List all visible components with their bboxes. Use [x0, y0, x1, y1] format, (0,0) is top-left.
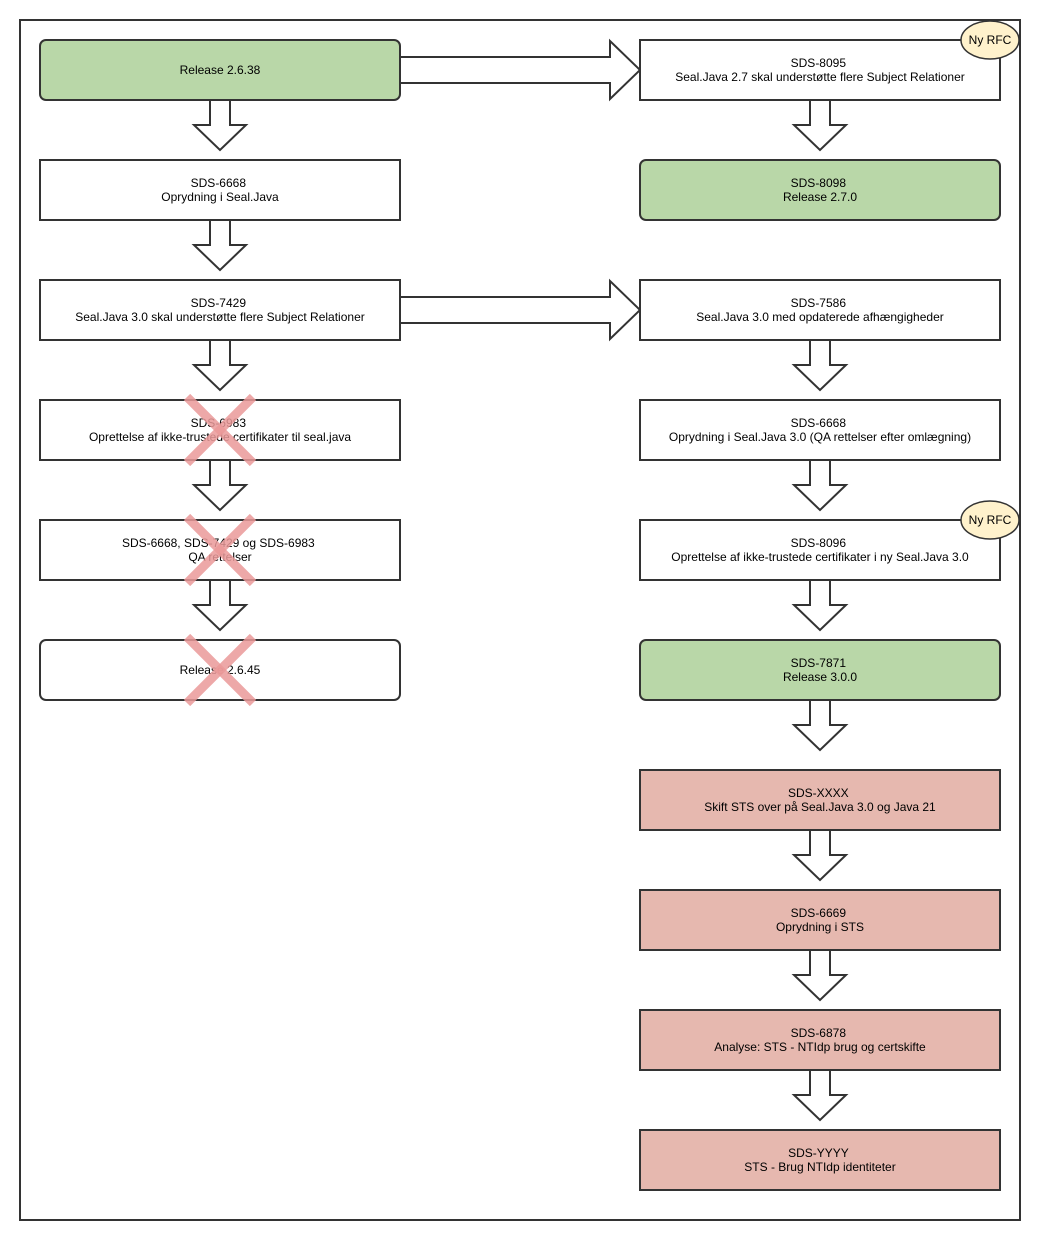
box-right-9[interactable]: SDS-6878 Analyse: STS - NTIdp brug og ce… [639, 1009, 1001, 1071]
box-right-10-line-1: SDS-YYYY [788, 1146, 849, 1160]
right-arrow-top [399, 38, 642, 102]
svg-text:SDS-7871 Release 3.0.0: SDS-7871 Release 3.0.0 [783, 656, 857, 684]
rfc-badge-2[interactable]: Ny RFC [960, 500, 1020, 540]
svg-text:SDS-6668 Oprydning i Sea: SDS-6668 Oprydning i Seal.Java [161, 176, 279, 204]
svg-text:SDS-8098 Release 2.7.0: SDS-8098 Release 2.7.0 [783, 176, 857, 204]
box-left-1[interactable]: Release 2.6.38 [39, 39, 401, 101]
svg-text:Release 2.6.38: Release 2.6.38 [180, 63, 261, 77]
box-right-8-line-2: Oprydning i STS [776, 920, 864, 934]
box-left-2[interactable]: SDS-6668 Oprydning i Seal.Java [39, 159, 401, 221]
box-left-3-line-2: Seal.Java 3.0 skal understøtte flere Sub… [75, 310, 365, 324]
box-right-10-line-2: STS - Brug NTIdp identiteter [744, 1160, 895, 1174]
svg-text:SDS-8095 Seal.Java 2.7 s: SDS-8095 Seal.Java 2.7 skal understøtte … [675, 56, 965, 84]
right-arrow-middle [399, 278, 642, 342]
box-right-9-line-2: Analyse: STS - NTIdp brug og certskifte [714, 1040, 926, 1054]
cancel-cross-icon [183, 513, 257, 587]
down-arrow-left-3 [191, 339, 249, 392]
svg-text:SDS-7586 Seal.Java 3.0 m: SDS-7586 Seal.Java 3.0 med opdaterede af… [696, 296, 944, 324]
box-right-8-line-1: SDS-6669 [791, 906, 847, 920]
box-right-5-line-1: SDS-8096 [791, 536, 847, 550]
box-left-3-line-1: SDS-7429 [191, 296, 247, 310]
box-left-2-line-2: Oprydning i Seal.Java [161, 190, 279, 204]
box-right-5-line-2: Oprettelse af ikke-trustede certifikater… [671, 550, 969, 564]
box-right-1-line-2: Seal.Java 2.7 skal understøtte flere Sub… [675, 70, 965, 84]
down-arrow-left-1 [191, 99, 249, 152]
box-right-6[interactable]: SDS-7871 Release 3.0.0 [639, 639, 1001, 701]
box-right-2-line-1: SDS-8098 [791, 176, 847, 190]
box-right-7-line-2: Skift STS over på Seal.Java 3.0 og Java … [704, 800, 936, 814]
box-left-4-line-2: Oprettelse af ikke-trustede certifikater… [89, 430, 351, 444]
down-arrow-left-4 [191, 459, 249, 512]
box-right-8[interactable]: SDS-6669 Oprydning i STS [639, 889, 1001, 951]
down-arrow-right-5 [791, 699, 849, 752]
svg-text:SDS-7429 Seal.Java 3.0 s: SDS-7429 Seal.Java 3.0 skal understøtte … [75, 296, 365, 324]
arrows-layer [191, 38, 849, 1122]
down-arrow-right-2 [791, 339, 849, 392]
box-right-2[interactable]: SDS-8098 Release 2.7.0 [639, 159, 1001, 221]
box-right-6-line-1: SDS-7871 [791, 656, 847, 670]
box-right-3-line-1: SDS-7586 [791, 296, 847, 310]
down-arrow-right-7 [791, 949, 849, 1002]
box-right-5[interactable]: SDS-8096 Oprettelse af ikke-trustede cer… [639, 519, 1001, 581]
svg-text:SDS-6669 Oprydning i STS: SDS-6669 Oprydning i STS [776, 906, 864, 934]
cancel-cross-icon [183, 393, 257, 467]
box-right-4-line-2: Oprydning i Seal.Java 3.0 (QA rettelser … [669, 430, 971, 444]
box-right-10[interactable]: SDS-YYYY STS - Brug NTIdp identiteter [639, 1129, 1001, 1191]
box-left-1-line-1: Release 2.6.38 [180, 63, 261, 77]
box-right-1-line-1: SDS-8095 [791, 56, 847, 70]
box-right-1[interactable]: SDS-8095 Seal.Java 2.7 skal understøtte … [639, 39, 1001, 101]
down-arrow-right-6 [791, 829, 849, 882]
box-left-2-line-1: SDS-6668 [191, 176, 247, 190]
rfc-badge-1[interactable]: Ny RFC [960, 20, 1020, 60]
down-arrow-right-8 [791, 1069, 849, 1122]
box-right-4[interactable]: SDS-6668 Oprydning i Seal.Java 3.0 (QA r… [639, 399, 1001, 461]
box-left-4[interactable]: SDS-6983 Oprettelse af ikke-trustede cer… [39, 399, 401, 461]
cancel-cross-icon [183, 633, 257, 707]
rfc-badge-1-label: Ny RFC [969, 33, 1012, 47]
box-right-2-line-2: Release 2.7.0 [783, 190, 857, 204]
down-arrow-left-2 [191, 219, 249, 272]
svg-text:SDS-XXXX Skift STS over: SDS-XXXX Skift STS over på Seal.Java 3.0… [704, 786, 936, 814]
down-arrow-left-5 [191, 579, 249, 632]
rfc-badge-2-label: Ny RFC [969, 513, 1012, 527]
box-right-3[interactable]: SDS-7586 Seal.Java 3.0 med opdaterede af… [639, 279, 1001, 341]
down-arrow-right-4 [791, 579, 849, 632]
svg-text:SDS-YYYY STS - Brug NTId: SDS-YYYY STS - Brug NTIdp identiteter [744, 1146, 895, 1174]
box-right-9-line-1: SDS-6878 [791, 1026, 847, 1040]
box-right-3-line-2: Seal.Java 3.0 med opdaterede afhængighed… [696, 310, 944, 324]
box-right-4-line-1: SDS-6668 [791, 416, 847, 430]
down-arrow-right-1 [791, 99, 849, 152]
box-left-3[interactable]: SDS-7429 Seal.Java 3.0 skal understøtte … [39, 279, 401, 341]
svg-text:SDS-6878 Analyse: STS -: SDS-6878 Analyse: STS - NTIdp brug og ce… [714, 1026, 926, 1054]
box-right-6-line-2: Release 3.0.0 [783, 670, 857, 684]
cross-layer [183, 393, 257, 707]
svg-text:SDS-8096 Oprettelse af i: SDS-8096 Oprettelse af ikke-trustede cer… [671, 536, 969, 564]
down-arrow-right-3 [791, 459, 849, 512]
box-right-7-line-1: SDS-XXXX [788, 786, 849, 800]
svg-text:SDS-6668 Oprydning i Sea: SDS-6668 Oprydning i Seal.Java 3.0 (QA r… [669, 416, 971, 444]
box-right-7[interactable]: SDS-XXXX Skift STS over på Seal.Java 3.0… [639, 769, 1001, 831]
